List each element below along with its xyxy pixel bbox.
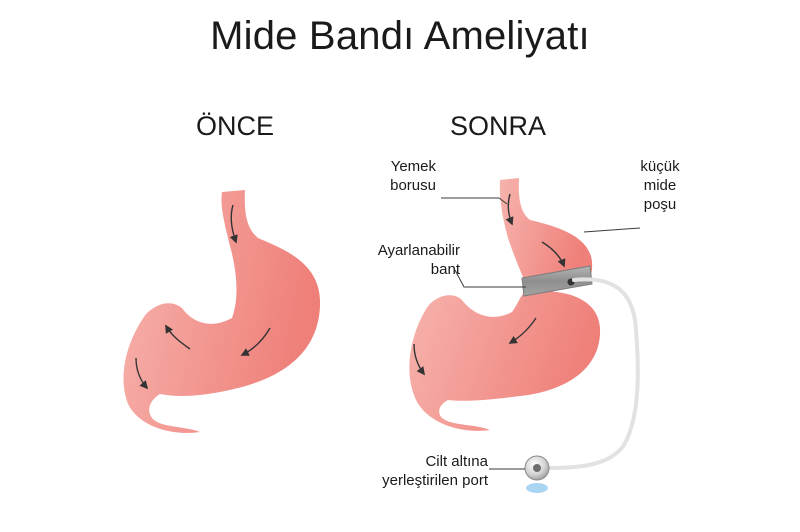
before-heading: ÖNCE	[195, 111, 274, 141]
flow-arrow	[240, 327, 271, 356]
after-heading: SONRA	[449, 111, 547, 141]
flow-arrow	[508, 317, 537, 344]
leader-line-pouch	[583, 227, 641, 233]
diagram-title: Mide Bandı Ameliyatı	[210, 14, 590, 58]
flow-arrow	[413, 343, 426, 376]
label-small-pouch: küçük mide poşu	[640, 158, 680, 213]
small-stomach-pouch	[499, 178, 593, 284]
label-port: Cilt altına yerleştirilen port	[382, 453, 488, 489]
flow-arrow	[541, 241, 566, 268]
flow-arrow	[505, 193, 514, 226]
connection-tube	[546, 277, 640, 470]
port-center	[533, 464, 541, 472]
flow-arrow	[229, 204, 238, 244]
stomach-after	[409, 178, 641, 493]
stomach-after-lower	[409, 291, 601, 431]
flow-arrow	[135, 357, 149, 390]
adjustable-band	[521, 265, 593, 297]
label-esophagus: Yemek borusu	[390, 158, 436, 194]
leader-line-band	[454, 269, 526, 288]
stomach-before-body	[123, 190, 321, 433]
stomach-before	[123, 190, 321, 433]
leader-line-esophagus	[441, 197, 508, 205]
label-adjustable-band: Ayarlanabilir bant	[377, 242, 460, 278]
port-glow	[526, 483, 548, 493]
flow-arrow	[165, 324, 191, 350]
